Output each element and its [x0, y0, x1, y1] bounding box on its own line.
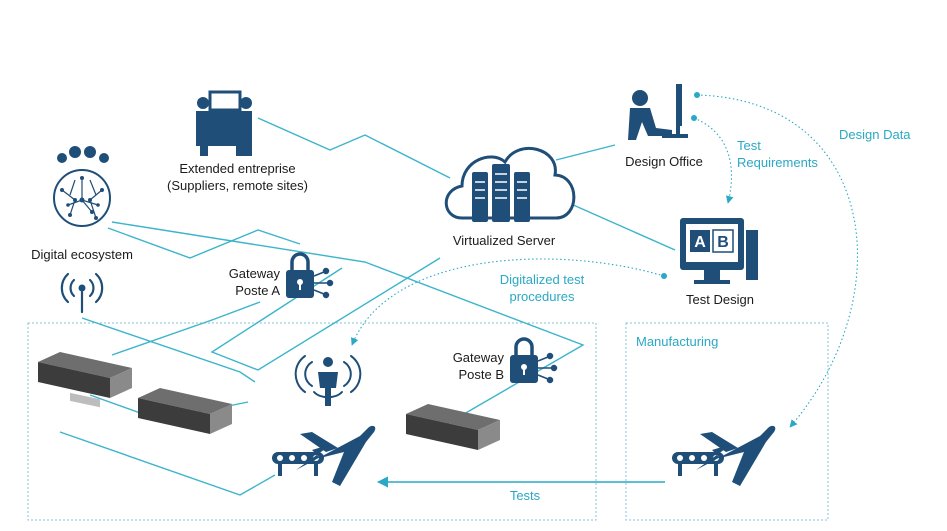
gateway-b-label: Gateway Poste B [432, 349, 504, 383]
extended-enterprise-icon [196, 90, 252, 156]
manufacturing-plane-icon [672, 425, 776, 486]
gateway-a-label: Gateway Poste A [208, 265, 280, 299]
gateway-b-line2: Poste B [458, 367, 504, 382]
digitalized-procedures-arrow [351, 258, 665, 346]
wireless-operator-icon [294, 355, 362, 406]
test-design-label: Test Design [686, 292, 754, 307]
design-office-icon [628, 84, 688, 140]
test-requirements-line1: Test [737, 138, 761, 153]
digitalized-procedures-line1: Digitalized test [499, 272, 585, 287]
gateway-a-lock-icon [286, 252, 334, 299]
test-bench-zone [27, 322, 597, 521]
arrow-origin-dot [691, 115, 697, 121]
digital-ecosystem-icon [53, 146, 111, 227]
test-requirements-line2: Requirements [737, 155, 818, 170]
link-server-to-design-office [555, 144, 616, 161]
screen-letter-a: A [694, 234, 706, 251]
link-server-to-test-design [561, 199, 676, 251]
design-data-arrow [696, 94, 858, 428]
test-requirements-label: Test Requirements [737, 137, 818, 171]
link-gateway-a-to-rack [210, 257, 441, 371]
gateway-b-lock-icon [510, 337, 558, 384]
test-bench-plane-icon [272, 425, 376, 486]
gateway-a-line1: Gateway [228, 266, 280, 281]
design-office-label: Design Office [625, 154, 703, 169]
tests-label: Tests [509, 488, 541, 503]
digital-ecosystem-label: Digital ecosystem [31, 247, 133, 262]
test-requirements-arrow [693, 117, 734, 204]
screen-letter-b: B [717, 234, 729, 251]
link-ecosystem-to-gateway-b [111, 221, 585, 426]
arrow-origin-dot [661, 273, 667, 279]
test-design-monitor-icon [680, 218, 758, 284]
digitalized-procedures-line2: procedures [509, 289, 575, 304]
antenna-icon [60, 272, 104, 314]
design-data-label: Design Data [839, 127, 911, 142]
digitalized-procedures-label: Digitalized test procedures [488, 271, 596, 305]
link-extended-to-server [257, 117, 451, 179]
link-ecosystem-to-server [107, 227, 301, 259]
gateway-b-line1: Gateway [452, 350, 504, 365]
rack-unit-2 [138, 388, 232, 434]
gateway-a-line2: Poste A [235, 283, 280, 298]
rack-unit-3 [406, 404, 500, 450]
extended-enterprise-line1: Extended entreprise [179, 161, 296, 176]
link-bottom-diag [59, 431, 276, 496]
extended-enterprise-label: Extended entreprise (Suppliers, remote s… [150, 160, 325, 194]
manufacturing-label: Manufacturing [636, 334, 719, 349]
manufacturing-zone [625, 322, 829, 521]
network-links [59, 117, 676, 496]
extended-enterprise-line2: (Suppliers, remote sites) [167, 178, 308, 193]
virtualized-server-icon [444, 146, 576, 222]
arrow-origin-dot [694, 92, 700, 98]
virtualized-server-label: Virtualized Server [452, 233, 556, 248]
rack-unit-1 [38, 352, 132, 408]
link-antenna-to-rack [81, 317, 256, 383]
link-rack-to-gateway-a [111, 301, 261, 356]
